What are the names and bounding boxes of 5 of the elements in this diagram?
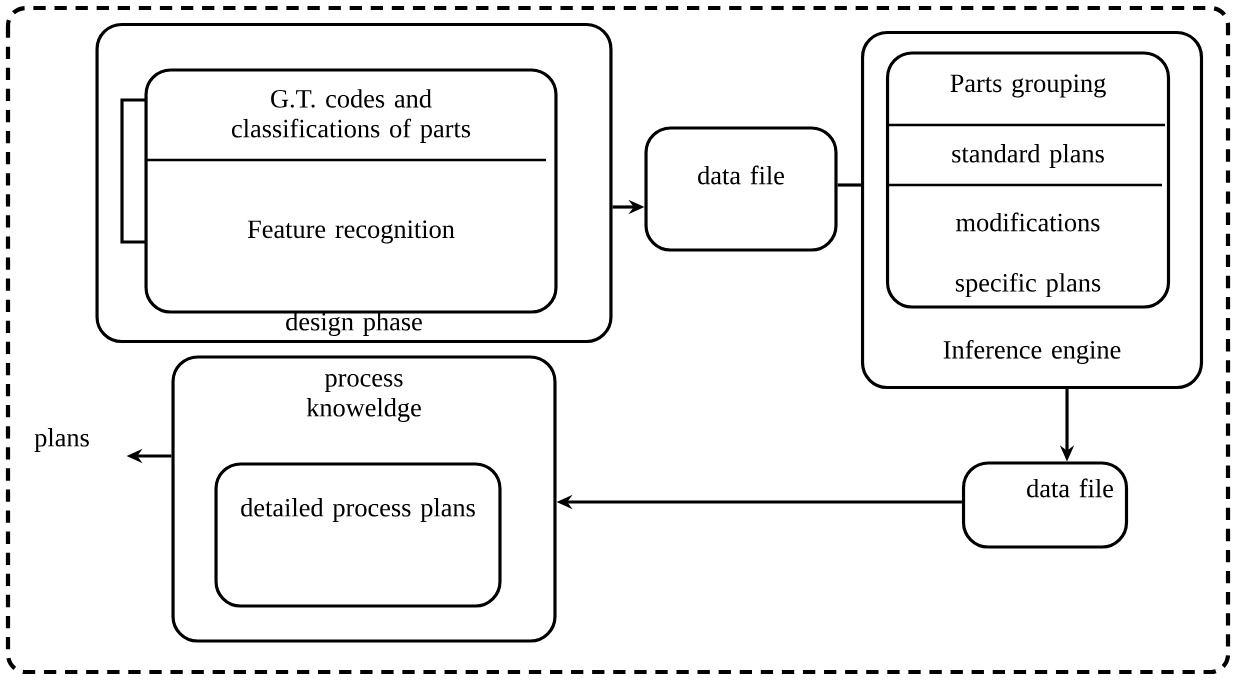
file-box: data file (961, 461, 1129, 549)
process-box: Parts grouping standard plans modifications specific plans (885, 51, 1171, 309)
output-label: plans (34, 428, 89, 452)
file-box: data file (644, 126, 838, 252)
process-box: detailed process plans (214, 462, 502, 608)
